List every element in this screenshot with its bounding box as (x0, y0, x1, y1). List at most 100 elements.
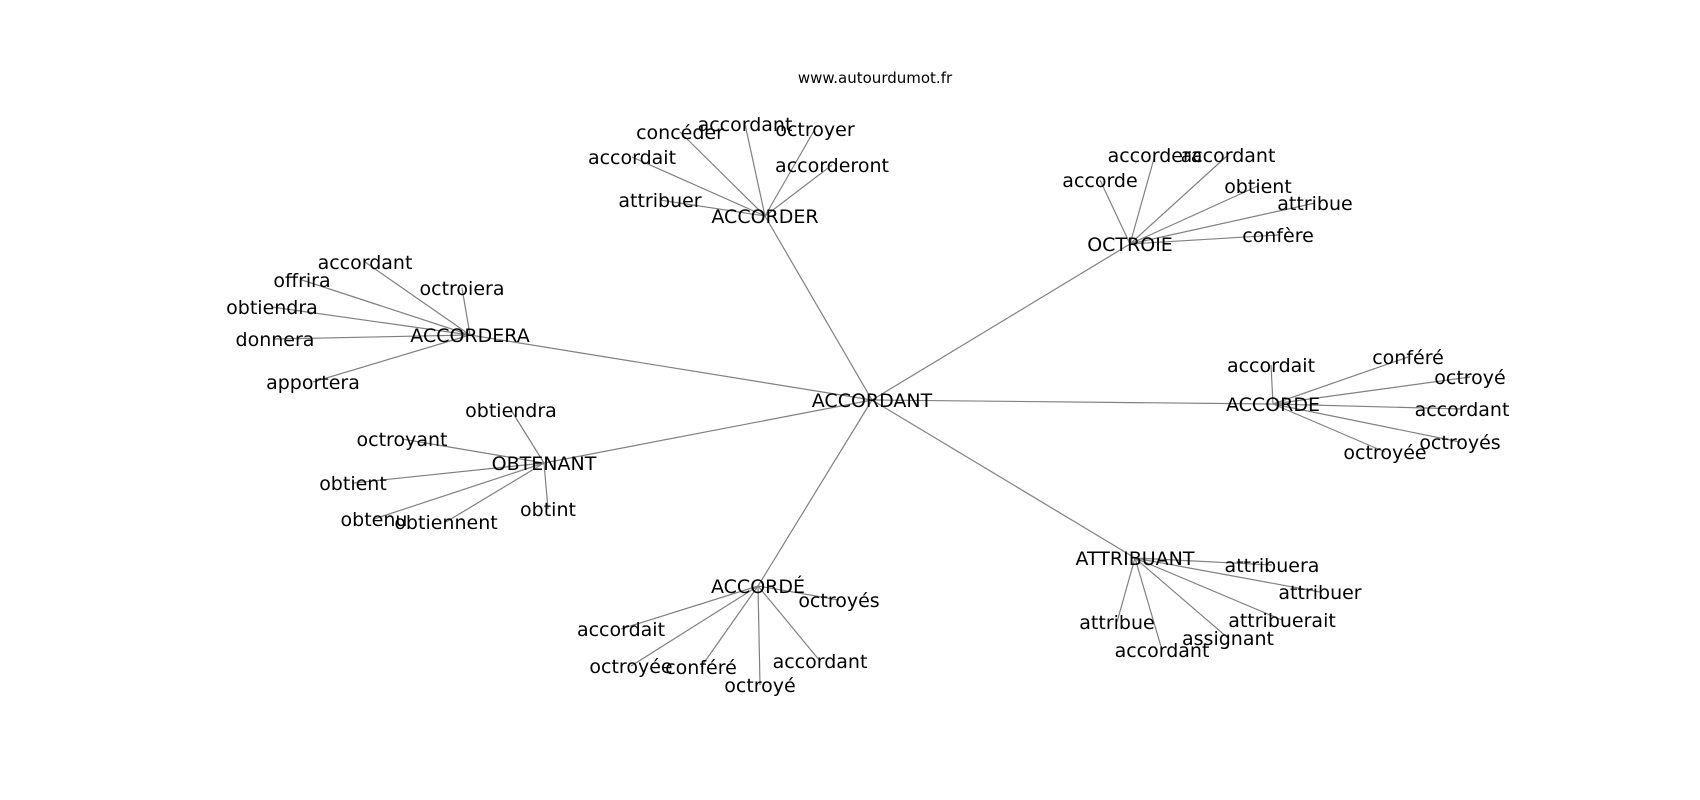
edge-h_attribuant-4 (1134, 557, 1163, 651)
leaf-label: obtient (1224, 176, 1292, 198)
leaf-label: accordait (1227, 355, 1315, 377)
leaf-label: accordant (1415, 399, 1510, 421)
edge-h_accorder-3 (744, 123, 766, 217)
edge-h_accorder-1 (631, 156, 766, 217)
edge-h_attribuant-0 (1134, 557, 1273, 566)
leaf-label: obtenu (341, 509, 408, 531)
leaf-label: accordant (773, 651, 868, 673)
center-label: ACCORDANT (812, 390, 933, 412)
hub-label: OCTROIE (1087, 234, 1173, 256)
leaf-label: confère (1242, 225, 1314, 247)
leaf-label: attribue (1277, 193, 1352, 215)
leaf-label: accordera (1108, 145, 1203, 167)
leaf-label: accordait (588, 147, 676, 169)
edge-h_accorde-5 (1272, 403, 1386, 453)
leaf-label: accordant (698, 114, 793, 136)
leaf-label: obtient (319, 473, 387, 495)
leaf-label: octroyée (589, 656, 672, 678)
edge-h_octroie-2 (1129, 154, 1229, 245)
edge-h_accorde_acc-2 (630, 585, 759, 667)
edge-h_accordera-3 (271, 306, 471, 336)
leaf-label: conféré (1372, 347, 1444, 369)
leaf-label: obtiendra (465, 400, 557, 422)
leaf-label: accordant (318, 252, 413, 274)
hub-label: ACCORDERA (410, 325, 529, 347)
hub-label: ACCORDE (1226, 394, 1320, 416)
leaf-label: octroiera (420, 278, 505, 300)
edge-h_accordera-2 (461, 287, 471, 336)
leaf-label: obtint (520, 499, 576, 521)
edge-center-h_accorde_acc (757, 399, 873, 587)
leaf-label: accorde (1062, 170, 1137, 192)
edge-h_accorde_acc-1 (620, 585, 759, 630)
edge-h_octroie-1 (1129, 154, 1156, 245)
leaf-label: accordant (1181, 145, 1276, 167)
edge-h_accorde-0 (1270, 364, 1274, 405)
leaf-label: attribue (1079, 612, 1154, 634)
leaf-label: accordait (577, 619, 665, 641)
edge-h_accorder-5 (764, 164, 833, 217)
leaf-label: octroyé (724, 675, 795, 697)
edge-h_accordera-0 (364, 261, 471, 336)
leaf-label: attribuerait (1228, 610, 1336, 632)
leaf-label: obtiendra (226, 297, 318, 319)
leaf-label: attribuer (1278, 582, 1361, 604)
edge-h_obtenant-5 (543, 462, 549, 510)
edge-h_accorde-3 (1272, 403, 1463, 410)
edge-center-h_accordera (469, 334, 873, 401)
leaf-label: octroyés (1419, 432, 1500, 454)
edge-h_accorde_acc-4 (757, 585, 761, 686)
edge-h_accorde_acc-0 (757, 585, 840, 601)
edge-h_accordera-1 (301, 279, 471, 336)
edge-center-h_accorder (764, 215, 873, 401)
edge-h_accorder-4 (764, 128, 816, 217)
edge-h_accorder-0 (659, 199, 766, 217)
edge-center-h_octroie (871, 243, 1131, 401)
hub-label: ACCORDÉ (711, 575, 805, 598)
edge-h_attribuant-5 (1116, 557, 1136, 623)
hub-label: OBTENANT (492, 453, 597, 475)
edge-h_accorde-1 (1272, 356, 1409, 405)
leaf-label: donnera (236, 329, 315, 351)
edge-h_octroie-4 (1129, 202, 1316, 245)
edge-h_obtenant-4 (445, 462, 545, 523)
edge-h_attribuant-1 (1134, 557, 1321, 593)
leaf-label: concéder (636, 122, 724, 144)
leaf-label: octroyée (1343, 442, 1426, 464)
edge-h_accorde-2 (1272, 376, 1471, 405)
edge-h_attribuant-3 (1134, 557, 1229, 639)
leaf-label: conféré (665, 657, 737, 679)
edge-h_accorde-4 (1272, 403, 1461, 443)
edge-h_accordera-4 (274, 334, 471, 340)
leaf-label: attribuer (618, 190, 701, 212)
edge-center-h_attribuant (871, 399, 1136, 559)
edge-h_obtenant-0 (510, 409, 545, 464)
edge-h_octroie-5 (1129, 234, 1279, 245)
edge-h_octroie-0 (1099, 179, 1131, 245)
hub-label: ATTRIBUANT (1076, 548, 1195, 570)
leaf-label: octroyés (798, 590, 879, 612)
hub-label: ACCORDER (711, 206, 818, 228)
edge-h_obtenant-3 (373, 462, 545, 520)
edge-center-h_obtenant (543, 399, 873, 464)
edge-h_accorder-2 (679, 131, 766, 217)
leaf-label: octroyé (1434, 367, 1505, 389)
leaf-label: obtiennent (394, 512, 497, 534)
edge-h_obtenant-1 (401, 438, 545, 464)
leaf-label: assignant (1182, 628, 1274, 650)
graph-edges (271, 123, 1471, 686)
edge-h_attribuant-2 (1134, 557, 1283, 621)
leaf-label: accordant (1115, 640, 1210, 662)
edge-h_accordera-5 (312, 334, 471, 383)
leaf-label: octroyant (357, 429, 448, 451)
leaf-label: apportera (266, 372, 360, 394)
leaf-label: offrira (273, 270, 330, 292)
leaf-label: accorderont (775, 155, 889, 177)
edge-h_octroie-3 (1129, 185, 1259, 245)
leaf-label: octroyer (775, 119, 854, 141)
leaf-label: attribuera (1225, 555, 1320, 577)
graph-labels: attribueraccordaitconcéderaccordantoctro… (226, 114, 1509, 697)
edge-center-h_accorde (871, 399, 1274, 405)
edge-h_accorde_acc-3 (700, 585, 759, 668)
edge-h_accorde_acc-5 (757, 585, 821, 662)
